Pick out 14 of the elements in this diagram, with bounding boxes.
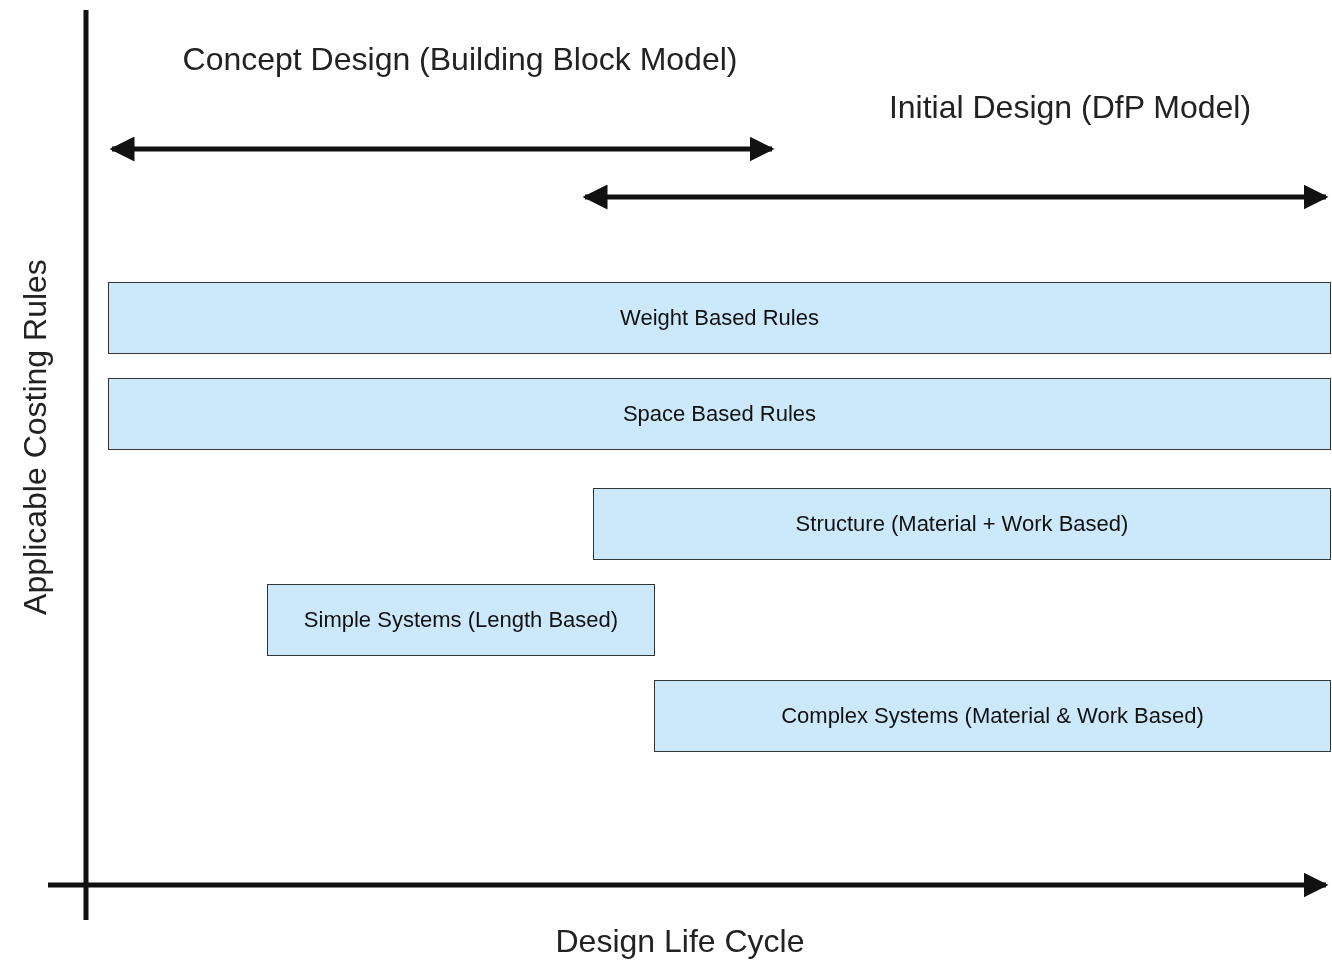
bar-label: Weight Based Rules xyxy=(620,305,819,331)
rule-bar xyxy=(267,584,655,656)
rule-bar xyxy=(654,680,1331,752)
rule-bar xyxy=(593,488,1331,560)
bar-label: Space Based Rules xyxy=(622,401,817,427)
bar-label: Structure (Material + Work Based) xyxy=(795,511,1129,537)
bar-label: Complex Systems (Material & Work Based) xyxy=(781,703,1204,729)
axis-title: Applicable Costing Rules xyxy=(16,258,54,617)
bar-label: Simple Systems (Length Based) xyxy=(303,607,619,633)
phase-label: Initial Design (DfP Model) xyxy=(887,88,1253,127)
rule-bar xyxy=(108,378,1331,450)
axis-title: Design Life Cycle xyxy=(554,922,806,961)
rule-bar xyxy=(108,282,1331,354)
phase-label: Concept Design (Building Block Model) xyxy=(181,40,739,79)
